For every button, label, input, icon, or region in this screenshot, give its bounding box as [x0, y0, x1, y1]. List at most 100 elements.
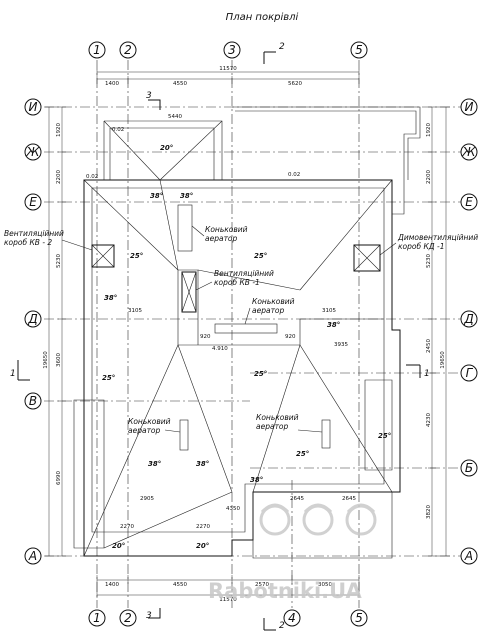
- slope-label: 25°: [130, 252, 143, 260]
- axis-label-bottom-1: 1: [93, 611, 101, 625]
- right-dim-5: 4230: [426, 413, 432, 427]
- axis-bubbles-top: 1 2 3 5: [88, 41, 368, 59]
- watermark-logo: [259, 503, 377, 536]
- slope-label: 25°: [378, 432, 391, 440]
- slope-label: 38°: [148, 460, 161, 468]
- slope-label: 38°: [150, 192, 163, 200]
- aerator-strip-4: [321, 419, 331, 449]
- watermark: Rabotniki.UA: [208, 503, 377, 603]
- note-aerator-1-line: аератор: [205, 234, 238, 243]
- axis-bubbles-left: И Ж Е Д В А: [24, 98, 42, 565]
- axis-label-top-2: 2: [124, 43, 132, 57]
- note-aerator-3-line: Коньковий: [128, 417, 171, 426]
- axis-label-top-1: 1: [93, 43, 101, 57]
- roof-outline: [73, 106, 421, 559]
- note-aerator-1-line: Коньковий: [205, 225, 248, 234]
- note-flue-kd1-line: Димовентиляційний: [397, 233, 478, 242]
- left-dim-5: 6990: [56, 471, 62, 485]
- note-aerator-4-line: аератор: [256, 422, 289, 431]
- section-marks: 2 3 2 3 1 1: [10, 42, 430, 631]
- aerator-strip-1: [177, 204, 193, 252]
- axis-label-top-5: 5: [355, 43, 363, 57]
- section-mark-top-2: 2: [279, 42, 285, 52]
- axis-bubbles-bottom: 1 2 4 5: [88, 609, 368, 627]
- bottom-dim-4: 3050: [318, 582, 332, 588]
- small-dim: 4350: [226, 506, 240, 512]
- slope-label: 38°: [180, 192, 193, 200]
- axis-label-bottom-5: 5: [355, 611, 363, 625]
- axis-label-left-I: И: [29, 100, 38, 114]
- section-mark-bottom-3: 3: [146, 611, 152, 621]
- vent-boxes: [91, 204, 381, 451]
- bottom-dimension-chain: 1400 4550 2570 3050 11570: [96, 575, 360, 603]
- slope-label: 20°: [160, 144, 173, 152]
- right-dimension-chain: 1920 2200 5230 2450 4230 3820 19650: [426, 106, 450, 557]
- small-dim: 2645: [290, 496, 304, 502]
- top-dim-1: 1400: [105, 81, 119, 87]
- slope-label: 20°: [196, 542, 209, 550]
- axis-label-bottom-4: 4: [288, 611, 296, 625]
- slope-label: 38°: [104, 294, 117, 302]
- left-dim-2: 2200: [56, 170, 62, 184]
- slope-label: 25°: [296, 450, 309, 458]
- note-aerator-2-line: аератор: [252, 306, 285, 315]
- small-dim: 2645: [342, 496, 356, 502]
- right-dim-3: 5230: [426, 254, 432, 268]
- slope-label: 38°: [327, 321, 340, 329]
- axis-label-left-D: Д: [27, 312, 37, 326]
- aerator-strip-2: [214, 323, 278, 334]
- note-vent-kv1-line: короб КВ -1: [214, 278, 260, 287]
- section-mark-left-1: 1: [10, 369, 16, 379]
- aerator-strip-3: [179, 419, 189, 451]
- left-dim-3: 5230: [56, 254, 62, 268]
- small-dim: 920: [200, 334, 211, 340]
- axis-label-right-I: И: [465, 100, 474, 114]
- small-dim: 0.02: [112, 127, 124, 133]
- section-mark-top-3: 3: [146, 91, 152, 101]
- page-title: План покрівлі: [226, 11, 299, 23]
- left-dim-4: 3600: [56, 353, 62, 367]
- slope-labels: 20° 38° 38° 25° 25° 38° 38° 25° 25° 38° …: [102, 144, 391, 550]
- small-dim: 3105: [322, 308, 336, 314]
- note-flue-kd1-line: короб КД -1: [398, 242, 445, 251]
- small-dimensions: 0.02 0.02 0.02 2905 2645 2645 4.910 3105…: [86, 114, 356, 530]
- axis-label-left-ZH: Ж: [26, 145, 41, 159]
- slope-label: 25°: [254, 370, 267, 378]
- top-dim-3: 5620: [288, 81, 302, 87]
- note-vent-kv1-line: Вентиляційний: [214, 269, 274, 278]
- small-dim: 2905: [140, 496, 154, 502]
- small-dim: 2270: [120, 524, 134, 530]
- vent-box-kv1: [181, 271, 197, 313]
- vent-box-kv2: [91, 244, 115, 268]
- roof-ridges: [83, 120, 393, 557]
- watermark-text: Rabotniki.UA: [208, 579, 363, 603]
- axis-label-right-A: А: [464, 549, 473, 563]
- axis-label-right-D: Д: [463, 312, 473, 326]
- small-dim: 3105: [128, 308, 142, 314]
- axis-label-right-B: Б: [465, 461, 473, 475]
- note-vent-kv2-line: короб КВ - 2: [4, 238, 52, 247]
- right-dim-6: 3820: [426, 505, 432, 519]
- bottom-dim-total: 11570: [219, 597, 237, 603]
- bottom-dim-3: 2570: [255, 582, 269, 588]
- slope-label: 25°: [102, 374, 115, 382]
- small-dim: 2270: [196, 524, 210, 530]
- horizontal-axis-lines: [44, 106, 462, 557]
- section-mark-right-1: 1: [424, 369, 430, 379]
- section-mark-bottom-2: 2: [279, 621, 285, 631]
- top-dim-total: 11570: [219, 66, 237, 72]
- small-dim: 4.910: [212, 346, 228, 352]
- slope-label: 20°: [112, 542, 125, 550]
- vertical-axis-lines: [96, 60, 360, 608]
- small-dim: 920: [285, 334, 296, 340]
- note-aerator-3-line: аератор: [128, 426, 161, 435]
- small-dim: 5440: [168, 114, 182, 120]
- axis-label-left-A: А: [28, 549, 37, 563]
- small-dim: 0.02: [86, 174, 98, 180]
- note-aerator-4-line: Коньковий: [256, 413, 299, 422]
